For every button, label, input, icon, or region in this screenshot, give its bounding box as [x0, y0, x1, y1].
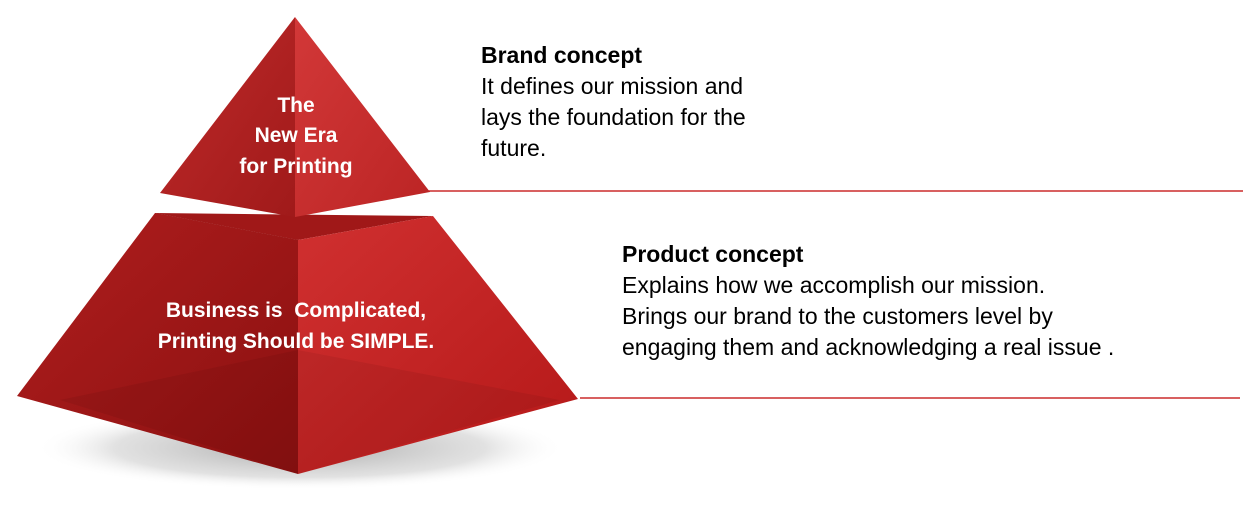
pyramid-top-line-2: New Era: [255, 124, 338, 147]
pyramid-base-inner-shade: [60, 350, 560, 474]
pyramid-top-right-face: [295, 17, 430, 217]
brand-concept-block: Brand concept It defines our mission and…: [481, 40, 746, 164]
pyramid-top-line-3: for Printing: [239, 155, 352, 178]
pyramid-base-line-2: Printing Should be SIMPLE.: [158, 330, 435, 353]
pyramid-base-line-1: Business is Complicated,: [166, 299, 426, 322]
pyramid-base-right-face: [298, 216, 578, 474]
pyramid-base-top-surface: [155, 213, 433, 240]
product-concept-line-2: Brings our brand to the customers level …: [622, 303, 1053, 329]
product-concept-title: Product concept: [622, 241, 804, 267]
pyramid-top-left-face: [160, 17, 295, 217]
product-concept-block: Product concept Explains how we accompli…: [622, 239, 1114, 363]
pyramid-base: [17, 213, 578, 474]
product-concept-line-1: Explains how we accomplish our mission.: [622, 272, 1046, 298]
brand-concept-line-1: It defines our mission and: [481, 73, 744, 99]
pyramid-top: [160, 17, 430, 217]
pyramid-base-left-face: [17, 213, 298, 474]
pyramid-top-line-1: The: [277, 94, 314, 117]
brand-concept-title: Brand concept: [481, 42, 643, 68]
brand-concept-line-3: future.: [481, 135, 547, 161]
product-concept-line-3: engaging them and acknowledging a real i…: [622, 334, 1115, 360]
brand-concept-line-2: lays the foundation for the: [481, 104, 746, 130]
